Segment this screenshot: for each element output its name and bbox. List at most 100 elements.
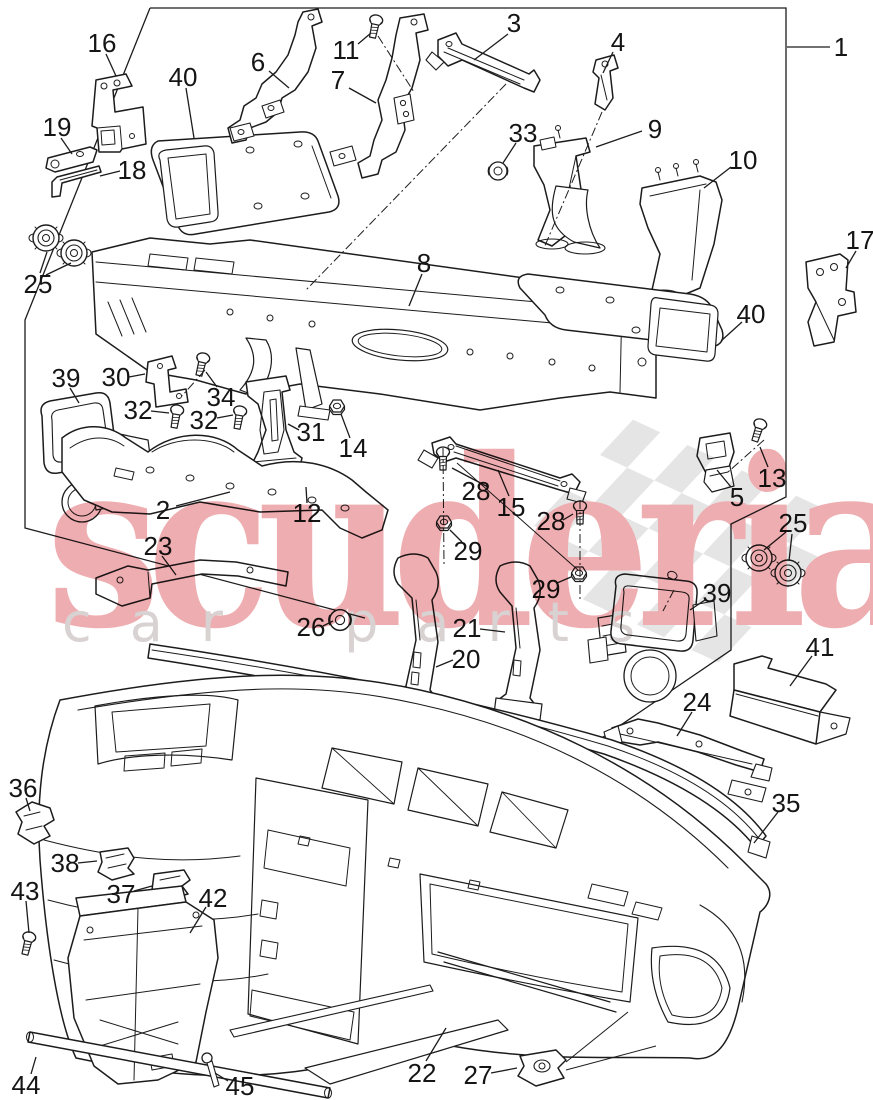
construction-line (727, 439, 765, 473)
callout-label-10[interactable]: 10 (729, 145, 758, 175)
part-41-duct-box (729, 655, 851, 745)
callout-label-37[interactable]: 37 (107, 879, 136, 909)
callout-label-39[interactable]: 39 (703, 578, 732, 608)
part-40-duct-right (517, 273, 724, 362)
pointer-line (565, 1011, 629, 1063)
callout-leader-19 (60, 137, 73, 155)
callout-label-23[interactable]: 23 (144, 531, 173, 561)
callout-leader-30 (128, 373, 146, 378)
part-39-vent-right (587, 569, 718, 703)
callout-label-12[interactable]: 12 (293, 498, 322, 528)
callout-label-35[interactable]: 35 (772, 788, 801, 818)
callout-label-3[interactable]: 3 (507, 8, 521, 38)
callout-leader-38 (77, 860, 98, 864)
part-drawings (15, 8, 857, 1099)
callout-leader-29 (449, 529, 463, 543)
callout-label-25[interactable]: 25 (24, 269, 53, 299)
part-2-support-beam (61, 426, 389, 539)
callout-label-17[interactable]: 17 (846, 225, 873, 255)
callout-label-24[interactable]: 24 (683, 687, 712, 717)
callout-label-40[interactable]: 40 (169, 62, 198, 92)
construction-line (442, 447, 445, 567)
callout-leader-40 (720, 321, 743, 342)
callout-label-45[interactable]: 45 (226, 1071, 255, 1100)
callout-label-41[interactable]: 41 (806, 632, 835, 662)
part-42-glovebox-housing (67, 885, 219, 1085)
callout-label-43[interactable]: 43 (11, 876, 40, 906)
callout-label-42[interactable]: 42 (199, 883, 228, 913)
part-31-bracket (245, 375, 303, 479)
callout-label-19[interactable]: 19 (43, 112, 72, 142)
callout-label-29[interactable]: 29 (454, 536, 483, 566)
callout-label-30[interactable]: 30 (102, 362, 131, 392)
callout-label-15[interactable]: 15 (497, 492, 526, 522)
callout-label-34[interactable]: 34 (207, 382, 236, 412)
callout-leader-35 (753, 811, 779, 844)
callout-label-33[interactable]: 33 (509, 118, 538, 148)
callout-leader-39 (69, 387, 80, 404)
part-44-rod (26, 1031, 332, 1099)
callout-leader-26 (322, 620, 334, 627)
part-30-bracket (145, 355, 189, 408)
callout-leader-22 (425, 1027, 447, 1062)
callout-label-7[interactable]: 7 (331, 65, 345, 95)
part-26-grommet (327, 608, 353, 632)
callout-label-25[interactable]: 25 (779, 508, 808, 538)
callout-label-6[interactable]: 6 (251, 47, 265, 77)
callout-label-9[interactable]: 9 (648, 114, 662, 144)
callout-label-38[interactable]: 38 (51, 848, 80, 878)
callout-label-22[interactable]: 22 (408, 1058, 437, 1088)
callout-leader-11 (357, 32, 372, 45)
part-10-bracket (639, 159, 723, 301)
part-43-bolt (17, 929, 38, 957)
callout-label-18[interactable]: 18 (118, 155, 147, 185)
callout-leader-12 (305, 486, 308, 504)
callout-label-29[interactable]: 29 (532, 574, 561, 604)
callout-leader-14 (340, 413, 351, 439)
callout-label-28[interactable]: 28 (537, 506, 566, 536)
callout-label-16[interactable]: 16 (88, 28, 117, 58)
callout-label-20[interactable]: 20 (452, 644, 481, 674)
callout-leader-31 (287, 423, 300, 431)
part-38-clip (97, 847, 135, 881)
callout-leader-32 (150, 410, 170, 414)
callout-label-40[interactable]: 40 (737, 299, 766, 329)
callout-leader-3 (473, 33, 509, 61)
pointer-line (565, 1045, 657, 1071)
construction-line (377, 35, 415, 93)
callout-label-32[interactable]: 32 (124, 395, 153, 425)
callout-label-13[interactable]: 13 (758, 463, 787, 493)
callout-label-11[interactable]: 11 (333, 35, 360, 65)
callout-leader-28 (451, 467, 489, 488)
callout-label-44[interactable]: 44 (12, 1070, 41, 1100)
callout-leader-7 (348, 87, 377, 104)
callout-label-8[interactable]: 8 (417, 248, 431, 278)
callout-leader-24 (676, 711, 693, 737)
callout-label-5[interactable]: 5 (730, 482, 744, 512)
callout-label-39[interactable]: 39 (52, 363, 81, 393)
construction-line (305, 83, 507, 291)
construction-line (543, 111, 603, 249)
callout-label-27[interactable]: 27 (464, 1060, 493, 1090)
callout-label-2[interactable]: 2 (156, 495, 170, 525)
callout-label-1[interactable]: 1 (834, 32, 848, 62)
callout-label-28[interactable]: 28 (462, 476, 491, 506)
callout-leader-25 (45, 262, 72, 276)
callout-leader-45 (214, 1072, 229, 1082)
part-32-screw-a (166, 403, 186, 430)
callout-label-26[interactable]: 26 (297, 612, 326, 642)
callout-label-31[interactable]: 31 (297, 417, 326, 447)
callout-leader-13 (759, 446, 769, 468)
callout-label-14[interactable]: 14 (339, 433, 368, 463)
callout-label-32[interactable]: 32 (190, 405, 219, 435)
callout-label-36[interactable]: 36 (9, 773, 38, 803)
callout-label-4[interactable]: 4 (611, 27, 625, 57)
part-29-nut-b (570, 566, 588, 583)
callout-label-21[interactable]: 21 (453, 613, 482, 643)
part-16-bracket (91, 73, 147, 153)
callout-leader-27 (490, 1067, 518, 1074)
part-13-screw (747, 416, 769, 444)
callout-leader-37 (133, 885, 153, 892)
